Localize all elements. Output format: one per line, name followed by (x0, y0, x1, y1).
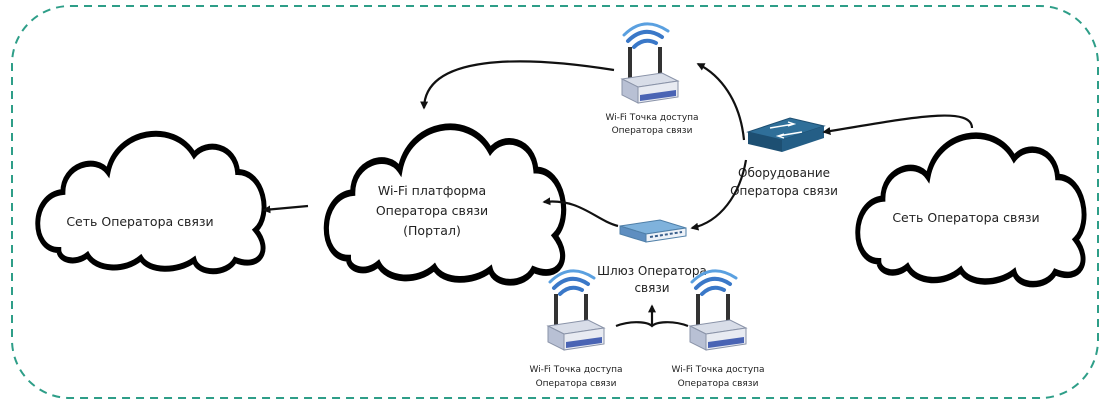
cloud-left-network (38, 134, 264, 272)
access-point-bottom-left-icon (546, 268, 606, 352)
access-point-bottom-right-label-line1: Wi-Fi Точка доступа (671, 365, 764, 375)
right-network-label: Сеть Оператора связи (892, 210, 1039, 225)
platform-label-line1: Wi-Fi платформа (378, 183, 486, 198)
access-point-bottom-right-icon (688, 268, 748, 352)
edge-gateway-to-platform (542, 197, 619, 228)
edge-right-network-to-switch (822, 114, 974, 135)
access-point-bottom-left-label-line1: Wi-Fi Точка доступа (529, 365, 622, 375)
gateway-label-line1: Шлюз Оператора (597, 264, 707, 278)
edge-switch-to-access-point-top (696, 63, 746, 141)
access-point-top-label-line1: Wi-Fi Точка доступа (605, 113, 698, 123)
edge-switch-to-gateway (690, 159, 748, 231)
switch-icon (746, 117, 826, 152)
gateway-label-line2: связи (634, 281, 669, 295)
edge-access-point-top-to-platform (420, 60, 615, 110)
edge-platform-to-left-network (262, 204, 309, 214)
access-point-bottom-right-label-line2: Оператора связи (678, 379, 759, 389)
switch-label-line2: Оператора связи (730, 184, 838, 198)
access-point-bottom-left-label-line2: Оператора связи (536, 379, 617, 389)
left-network-label: Сеть Оператора связи (66, 214, 213, 229)
access-point-top-label-line2: Оператора связи (612, 126, 693, 136)
platform-label-line2: Оператора связи (376, 203, 488, 218)
switch-label-line1: Оборудование (738, 166, 830, 180)
access-point-top-icon (620, 21, 680, 106)
gateway-icon (619, 219, 687, 243)
platform-label-line3: (Портал) (403, 223, 461, 238)
